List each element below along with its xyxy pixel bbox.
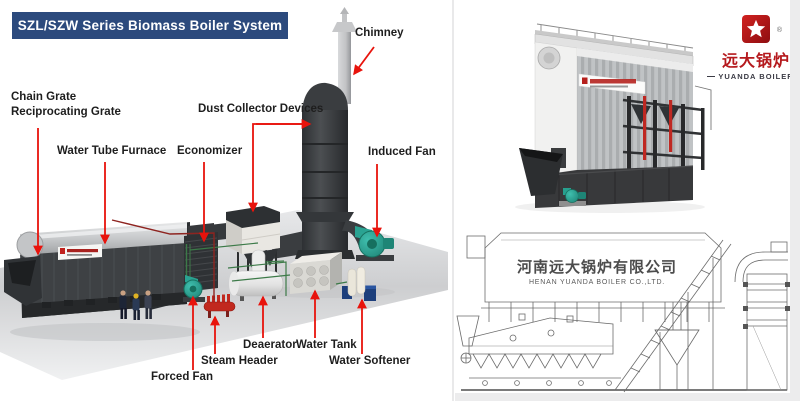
deaerator-unit — [229, 249, 284, 301]
brand-name-en: YUANDA BOILER — [718, 72, 794, 81]
label-economizer: Economizer — [177, 145, 243, 157]
water-softener-unit — [342, 266, 376, 301]
label-deaerator: Deaerator — [243, 339, 297, 351]
drawing-company-block: 河南远大锅炉有限公司 HENAN YUANDA BOILER CO.,LTD. — [517, 256, 677, 286]
title-banner-text: SZL/SZW Series Biomass Boiler System — [17, 18, 283, 33]
induced-fan-unit — [342, 220, 394, 261]
chimney-stack — [332, 7, 357, 104]
system-diagram-panel: SZL/SZW Series Biomass Boiler System Chi… — [0, 7, 448, 383]
brand-rule-left — [707, 76, 716, 77]
brand-name-en-row: YUANDA BOILER — [707, 72, 800, 81]
label-water-tube-furnace: Water Tube Furnace — [57, 145, 167, 157]
label-water-softener: Water Softener — [329, 355, 411, 367]
product-panel: ® 远大锅炉 YUANDA BOILER — [452, 0, 800, 401]
boiler-render — [515, 23, 712, 213]
support-structure — [622, 85, 712, 170]
people-figures — [119, 290, 152, 320]
pump — [559, 188, 586, 206]
title-banner: SZL/SZW Series Biomass Boiler System — [12, 12, 288, 39]
drawing-company-en: HENAN YUANDA BOILER CO.,LTD. — [528, 279, 666, 286]
label-chain-grate: Chain Grate — [11, 91, 77, 103]
bottom-edge-strip — [455, 393, 800, 401]
brand-logo: ® 远大锅炉 YUANDA BOILER — [707, 15, 800, 81]
chimney-leader — [353, 46, 375, 76]
star-icon — [746, 19, 766, 38]
label-dust-collector: Dust Collector Devices — [198, 103, 324, 115]
water-piping — [189, 242, 348, 296]
registered-mark: ® — [776, 27, 782, 34]
label-steam-header: Steam Header — [201, 355, 278, 367]
brand-logo-icon — [742, 15, 770, 43]
label-induced-fan: Induced Fan — [368, 146, 436, 158]
water-tank-unit — [290, 252, 342, 294]
label-chimney: Chimney — [355, 27, 404, 39]
drawing-company-cn: 河南远大锅炉有限公司 — [517, 259, 678, 276]
label-reciprocating-grate: Reciprocating Grate — [11, 106, 121, 118]
panel-divider — [452, 0, 454, 401]
label-water-tank: Water Tank — [296, 339, 357, 351]
brand-name-cn: 远大锅炉 — [721, 53, 790, 70]
steam-piping — [111, 219, 215, 300]
right-edge-strip — [790, 0, 800, 401]
dust-collector-leader-down — [248, 123, 310, 213]
technical-drawing-lines — [456, 232, 790, 393]
scrubber-tower — [295, 82, 355, 259]
leader-lines — [33, 46, 382, 370]
technical-drawing: 河南远大锅炉有限公司 HENAN YUANDA BOILER CO.,LTD. — [455, 226, 790, 394]
label-forced-fan: Forced Fan — [151, 371, 213, 383]
boiler-system-illustration — [0, 7, 448, 380]
